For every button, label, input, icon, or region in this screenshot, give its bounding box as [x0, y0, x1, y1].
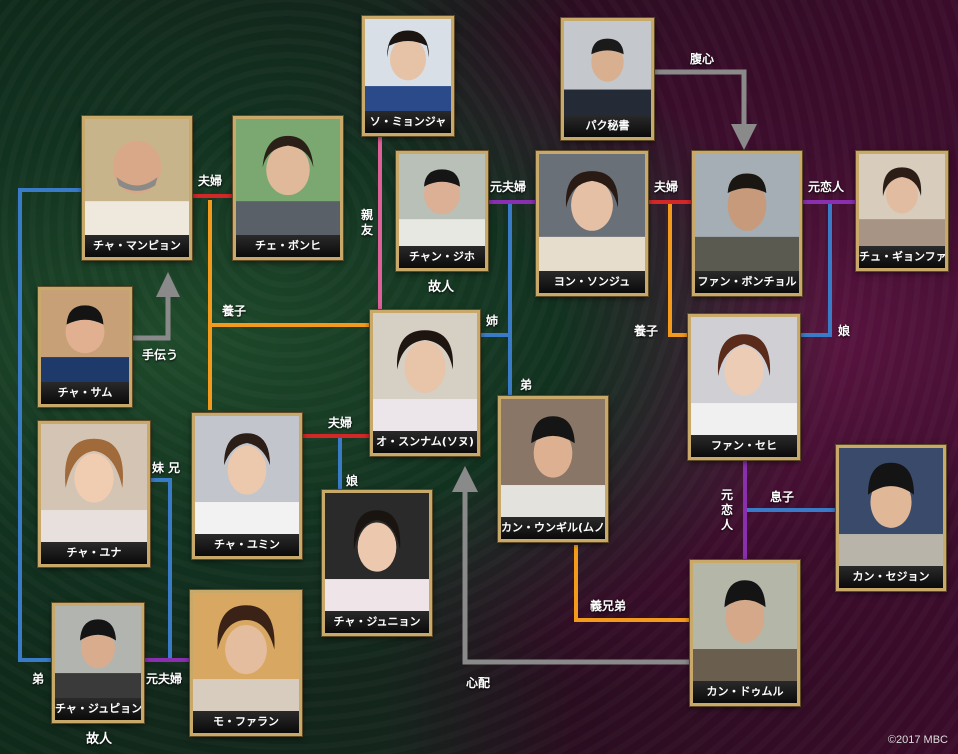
person-name: カン・ドゥムル: [693, 681, 797, 703]
person-name: チャン・ジホ: [399, 246, 485, 268]
portrait: [85, 119, 189, 235]
portrait: [399, 154, 485, 246]
label-ex-spouse-jiho: 元夫婦: [490, 180, 527, 194]
person-name: チャ・ユミン: [195, 534, 299, 556]
portrait: [195, 416, 299, 534]
card-cha-yuna[interactable]: チャ・ユナ: [38, 421, 150, 567]
note-deceased-jiho: 故人: [428, 280, 455, 295]
label-sister-brother: 妹 兄: [152, 461, 181, 475]
card-cha-samu[interactable]: チャ・サム: [38, 287, 132, 407]
card-so-myeongja[interactable]: ソ・ミョンジャ: [362, 16, 454, 136]
portrait: [193, 593, 299, 711]
person-name: チャ・サム: [41, 382, 129, 404]
portrait: [365, 19, 451, 111]
label-married-cha: 夫婦: [198, 174, 223, 188]
card-chu-gyonfa[interactable]: チュ・ギョンファ: [856, 151, 948, 271]
label-ex-lover-chu: 元恋人: [808, 180, 845, 194]
portrait: [41, 290, 129, 382]
card-cha-junyon[interactable]: チャ・ジュニョン: [322, 490, 432, 636]
card-kan-ungil[interactable]: カン・ウンギル(ムノ): [498, 396, 608, 542]
label-married-fan: 夫婦: [654, 180, 679, 194]
person-name: カン・ウンギル(ムノ): [501, 517, 605, 539]
arrow-worry: [462, 490, 690, 665]
portrait: [373, 313, 477, 431]
person-name: チャ・ユナ: [41, 542, 147, 564]
card-yeon-sonju[interactable]: ヨン・ソンジュ: [536, 151, 648, 296]
card-park[interactable]: パク秘書: [561, 18, 654, 140]
arrow-confidant: [654, 69, 747, 128]
label-best-friend: 親友: [360, 208, 373, 237]
portrait: [501, 399, 605, 517]
card-o-sunnam[interactable]: オ・スンナム(ソヌ): [370, 310, 480, 456]
label-daughter-sehi: 娘: [838, 324, 851, 338]
line-daughter-sehi: [800, 200, 832, 337]
card-kan-dumuru[interactable]: カン・ドゥムル: [690, 560, 800, 706]
note-deceased-jubyon: 故人: [86, 732, 113, 747]
card-cha-yumin[interactable]: チャ・ユミン: [192, 413, 302, 559]
portrait: [564, 21, 651, 115]
copyright: ©2017 MBC: [887, 734, 948, 746]
person-name: カン・セジョン: [839, 566, 943, 588]
card-chan-jiho[interactable]: チャン・ジホ: [396, 151, 488, 271]
person-name: モ・ファラン: [193, 711, 299, 733]
card-fan-sehi[interactable]: ファン・セヒ: [688, 314, 800, 460]
label-ex-lover-sehi: 元恋人: [720, 488, 733, 532]
portrait: [539, 154, 645, 271]
person-name: チャ・ジュピョン: [55, 698, 141, 720]
label-brothers-in-law: 義兄弟: [590, 599, 627, 613]
line-adopted-sehi: [668, 200, 690, 337]
label-help: 手伝う: [142, 348, 179, 362]
line-brother-jubyon: [18, 188, 84, 662]
person-name: パク秘書: [564, 115, 651, 137]
arrow-help: [132, 295, 171, 341]
label-married-yumin: 夫婦: [328, 416, 353, 430]
card-choe-bonhi[interactable]: チェ・ボンヒ: [233, 116, 343, 260]
portrait: [859, 154, 945, 246]
card-fan-bonchol[interactable]: ファン・ボンチョル: [692, 151, 802, 296]
label-younger-brother: 弟: [520, 378, 533, 392]
portrait: [695, 154, 799, 271]
portrait: [839, 448, 943, 566]
portrait: [325, 493, 429, 611]
label-worry: 心配: [466, 676, 491, 690]
portrait: [691, 317, 797, 435]
label-daughter-junyon: 娘: [346, 474, 359, 488]
person-name: ファン・ボンチョル: [695, 271, 799, 293]
arrow-confidant-head: [731, 124, 757, 150]
portrait: [41, 424, 147, 542]
card-kan-sejon[interactable]: カン・セジョン: [836, 445, 946, 591]
label-son-sejon: 息子: [770, 490, 795, 504]
portrait: [236, 119, 340, 235]
label-adopted-yumin: 養子: [222, 304, 247, 318]
person-name: ソ・ミョンジャ: [365, 111, 451, 133]
arrow-help-head: [156, 272, 180, 297]
person-name: ヨン・ソンジュ: [539, 271, 645, 293]
label-ex-spouse-faran: 元夫婦: [146, 672, 183, 686]
person-name: チャ・マンピョン: [85, 235, 189, 257]
person-name: チェ・ボンヒ: [236, 235, 340, 257]
card-cha-manbyeon[interactable]: チャ・マンピョン: [82, 116, 192, 260]
line-brothers-in-law: [574, 545, 690, 622]
portrait: [55, 606, 141, 698]
person-name: チュ・ギョンファ: [859, 246, 945, 268]
card-cha-jubyon[interactable]: チャ・ジュピョン: [52, 603, 144, 723]
arrow-worry-head: [452, 466, 478, 492]
card-mo-faran[interactable]: モ・ファラン: [190, 590, 302, 736]
person-name: オ・スンナム(ソヌ): [373, 431, 477, 453]
person-name: チャ・ジュニョン: [325, 611, 429, 633]
label-younger-brother-2: 弟: [32, 672, 45, 686]
portrait: [693, 563, 797, 681]
label-adopted-sehi: 養子: [634, 324, 659, 338]
label-older-sister: 姉: [486, 314, 499, 328]
label-confidant: 腹心: [690, 52, 715, 66]
line-sister-brother: [150, 478, 190, 662]
person-name: ファン・セヒ: [691, 435, 797, 457]
